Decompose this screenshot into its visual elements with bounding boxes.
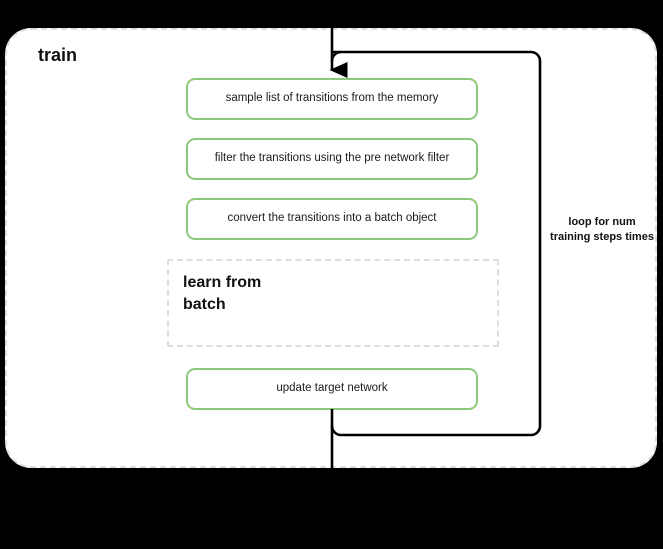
learn-from-batch-group[interactable]: learn from batch <box>167 259 499 347</box>
learn-from-batch-title: learn from batch <box>183 274 262 313</box>
process-box-filter-label: filter the transitions using the pre net… <box>214 152 450 165</box>
process-box-convert-label: convert the transitions into a batch obj… <box>227 212 437 225</box>
process-box-sample-label: sample list of transitions from the memo… <box>225 92 439 105</box>
train-group-title: train <box>38 45 78 65</box>
loop-annotation-label: loop for num training steps times <box>550 216 654 243</box>
process-box-update-target-network[interactable]: update target network <box>186 368 478 410</box>
process-box-update-target-network-label: update target network <box>276 382 388 395</box>
process-box-filter[interactable]: filter the transitions using the pre net… <box>186 138 478 180</box>
process-box-convert[interactable]: convert the transitions into a batch obj… <box>186 198 478 240</box>
process-box-sample[interactable]: sample list of transitions from the memo… <box>186 78 478 120</box>
